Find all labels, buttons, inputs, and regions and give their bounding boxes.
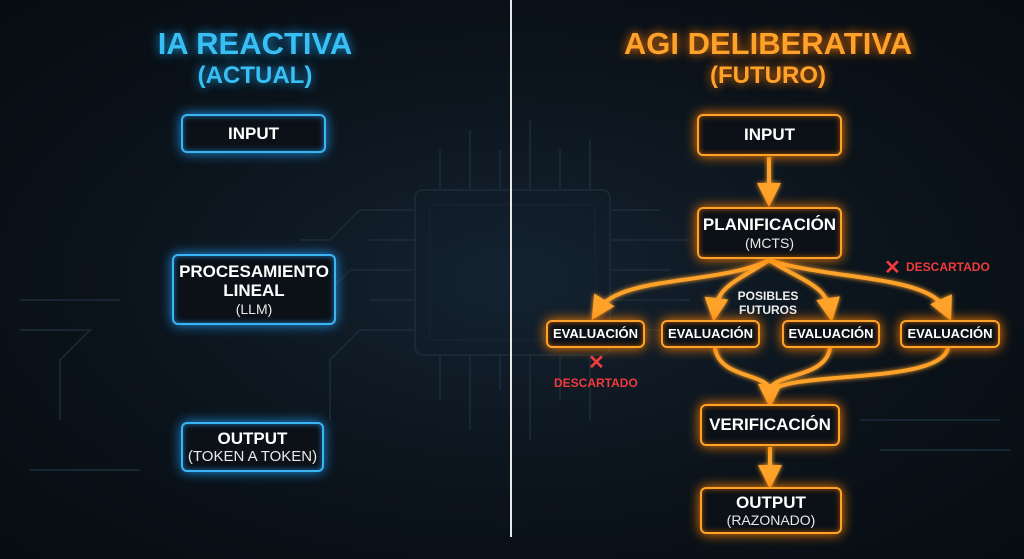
branch-3 [767, 258, 840, 322]
merge-4 [768, 347, 950, 394]
branches-label-2: FUTUROS [739, 303, 797, 318]
evaluation-box-1: EVALUACIÓN [546, 320, 645, 348]
evaluation-box-3: EVALUACIÓN [782, 320, 880, 348]
discarded-top-label: DESCARTADO [906, 260, 990, 274]
branch-2 [704, 258, 771, 322]
planning-sub: (MCTS) [745, 234, 794, 251]
right-subtitle: (FUTURO) [710, 62, 826, 89]
discard-x-icon: ✕ [588, 352, 605, 374]
left-title: IA REACTIVA [157, 26, 353, 61]
merge-2 [713, 347, 772, 393]
evaluation-box-4: EVALUACIÓN [900, 320, 1000, 348]
right-title: AGI DELIBERATIVA [623, 26, 913, 61]
verification-box: VERIFICACIÓN [700, 404, 840, 446]
process-sub: (LLM) [235, 301, 273, 317]
planning-box: PLANIFICACIÓN (MCTS) [697, 207, 842, 259]
verification-label: VERIFICACIÓN [709, 415, 831, 435]
right-output-sub: (RAZONADO) [726, 512, 816, 529]
discarded-left-label: DESCARTADO [554, 376, 638, 390]
left-input-box: INPUT [181, 114, 326, 153]
right-output-label: OUTPUT [736, 492, 806, 512]
left-output-box: OUTPUT (TOKEN A TOKEN) [181, 422, 324, 472]
evaluation-label: EVALUACIÓN [788, 325, 874, 341]
right-input-label: INPUT [744, 125, 795, 145]
left-output-sub: (TOKEN A TOKEN) [187, 448, 318, 466]
evaluation-box-2: EVALUACIÓN [661, 320, 760, 348]
divider-line [510, 0, 512, 537]
right-input-box: INPUT [697, 114, 842, 156]
branch-1 [591, 258, 770, 321]
process-line1: PROCESAMIENTO [179, 261, 329, 281]
branches-label: POSIBLES FUTUROS [728, 289, 808, 318]
discard-x-icon: ✕ [884, 257, 901, 279]
right-output-box: OUTPUT (RAZONADO) [700, 487, 842, 534]
process-line2: LINEAL [223, 281, 285, 301]
evaluation-label: EVALUACIÓN [668, 325, 753, 341]
branch-4 [768, 258, 952, 321]
left-output-label: OUTPUT [217, 428, 288, 448]
left-subtitle: (ACTUAL) [197, 62, 313, 89]
planning-label: PLANIFICACIÓN [702, 215, 837, 235]
evaluation-label: EVALUACIÓN [907, 325, 993, 341]
branches-label-1: POSIBLES [737, 289, 799, 303]
left-input-label: INPUT [228, 123, 279, 143]
left-process-box: PROCESAMIENTO LINEAL (LLM) [172, 254, 336, 325]
evaluation-label: EVALUACIÓN [553, 325, 638, 341]
